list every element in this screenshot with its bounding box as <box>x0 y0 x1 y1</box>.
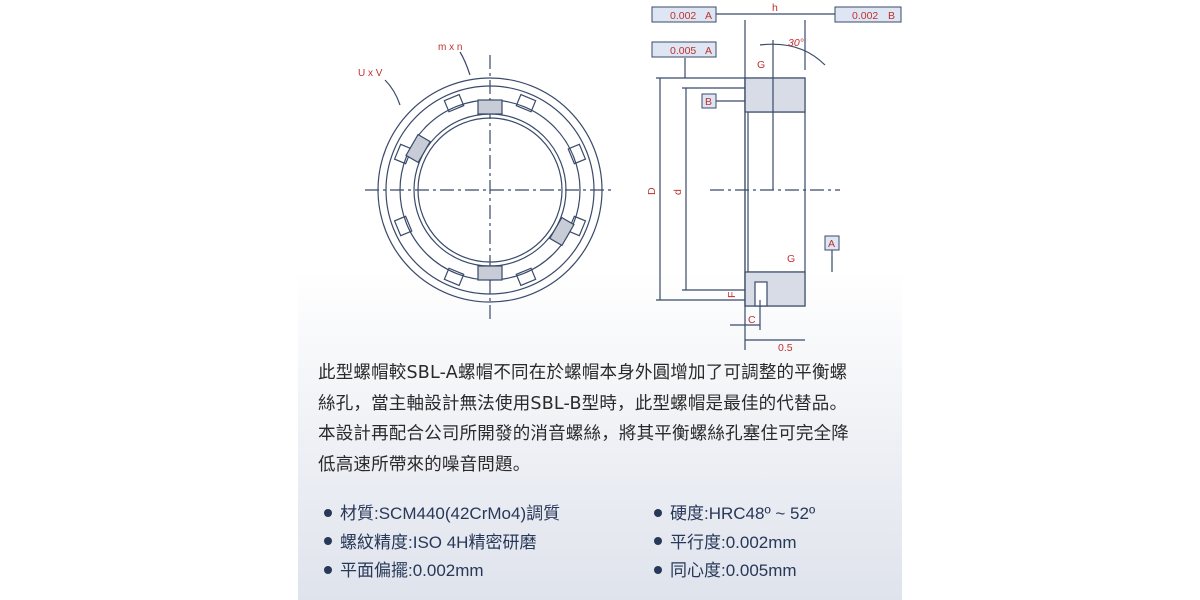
insert-slot <box>548 216 575 247</box>
mn-label: m x n <box>438 42 462 53</box>
specs-right: 硬度:HRC48º ~ 52º 平行度:0.002mm 同心度:0.005mm <box>654 500 815 586</box>
tolerance-frames: 0.002 A 0.002 B 0.005 A h 30° G G B A D … <box>646 2 902 354</box>
spec-item: 平面偏擺:0.002mm <box>324 557 560 586</box>
spec-item: 平行度:0.002mm <box>654 529 815 558</box>
balance-hole <box>393 215 413 237</box>
insert-slot <box>405 133 432 164</box>
half-label: 0.5 <box>778 342 793 354</box>
description-line: 本設計再配合公司所開發的消音螺絲，將其平衡螺絲孔塞住可完全降 <box>318 424 849 444</box>
specs-left: 材質:SCM440(42CrMo4)調質 螺紋精度:ISO 4H精密研磨 平面偏… <box>324 500 560 586</box>
C-label: C <box>748 314 756 326</box>
description-line: 絲孔，當主軸設計無法使用SBL-B型時，此型螺帽是最佳的代替品。 <box>318 393 848 414</box>
description-line: 低高速所帶來的噪音問題。 <box>318 454 531 475</box>
side-view <box>656 13 840 350</box>
uv-label: U x V <box>358 68 383 79</box>
description: 此型螺帽較SBL-A螺帽不同在於螺帽本身外圓增加了可調整的平衡螺 絲孔，當主軸設… <box>318 358 898 480</box>
description-line: 此型螺帽較SBL-A螺帽不同在於螺帽本身外圓增加了可調整的平衡螺 <box>318 363 848 383</box>
bullet-icon <box>324 565 332 574</box>
bullet-icon <box>324 508 332 517</box>
balance-hole <box>515 93 537 113</box>
tol1-datum: A <box>705 10 712 22</box>
spec-item: 硬度:HRC48º ~ 52º <box>654 500 815 529</box>
balance-hole <box>567 143 587 165</box>
h-label: h <box>772 2 778 14</box>
bullet-icon <box>654 508 662 517</box>
tol3-datum: A <box>705 45 712 57</box>
bullet-icon <box>324 537 332 546</box>
g-label: G <box>757 59 765 71</box>
insert-slot <box>477 99 503 115</box>
D-label: D <box>646 187 658 195</box>
spec-item: 螺紋精度:ISO 4H精密研磨 <box>324 529 560 558</box>
balance-hole <box>443 267 465 287</box>
front-view <box>365 51 615 320</box>
tol2-value: 0.002 <box>852 10 878 22</box>
tol2-datum: B <box>888 10 895 22</box>
angle-label: 30° <box>788 37 804 49</box>
tol1-value: 0.002 <box>670 10 696 22</box>
spec-item: 同心度:0.005mm <box>654 557 815 586</box>
datum-b: B <box>705 96 712 108</box>
insert-slot <box>477 265 503 281</box>
g-label-bottom: G <box>787 253 795 265</box>
tol3-value: 0.005 <box>670 45 696 57</box>
bullet-icon <box>654 565 662 574</box>
balance-hole <box>443 93 465 113</box>
balance-hole <box>515 267 537 287</box>
technical-drawing: m x n U x V 0.002 A 0.002 B 0.005 A h 30… <box>358 2 902 354</box>
d-label: d <box>672 189 684 195</box>
spec-item: 材質:SCM440(42CrMo4)調質 <box>324 500 560 529</box>
F-label: F <box>726 292 738 298</box>
bullet-icon <box>654 537 662 546</box>
datum-a: A <box>828 238 835 250</box>
